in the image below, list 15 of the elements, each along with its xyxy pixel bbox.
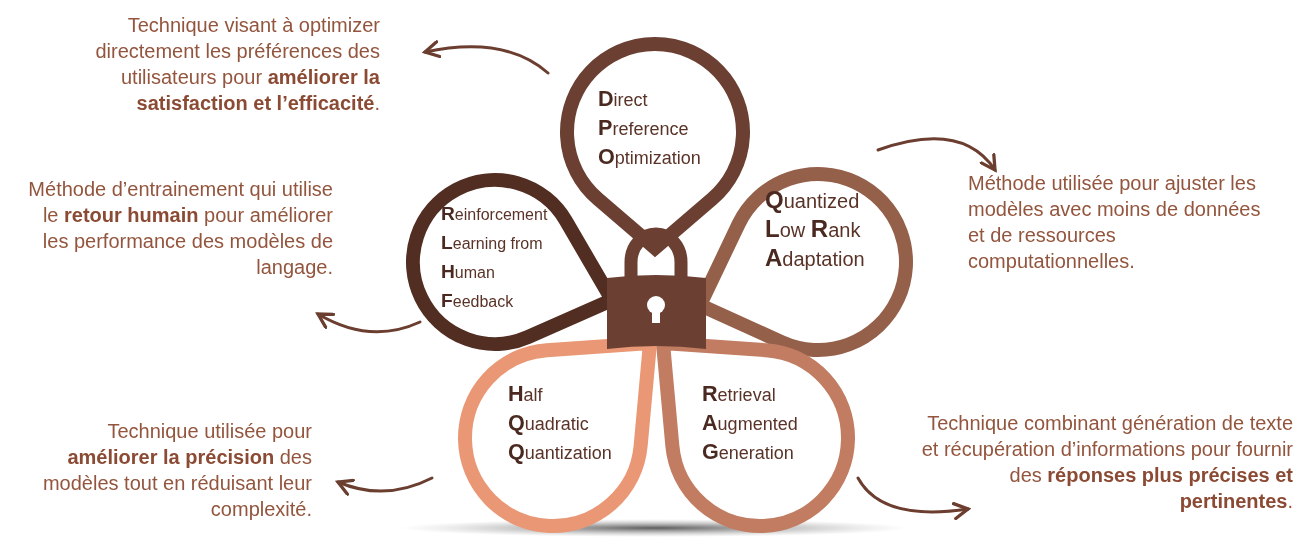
description-text: Technique utilisée pour améliorer la précision des modèles tout en réduisant leur complexité. [41,419,313,522]
petal-label: Half Quadratic Quantization [508,380,612,466]
petal-label: Retrieval Augmented Generation [702,380,798,466]
description-text: Technique combinant génération de texte et récupération d’informations pour fournir des réponses plus précises et pertinentes. [920,411,1294,514]
petal-label: Quantized Low Rank Adaptation [765,186,865,273]
curved-arrow [856,476,970,520]
description-text: Technique visant à optimizer directement les préférences des utilisateurs pour améliorer la satisfaction et l’efficacité. [94,13,381,116]
petal-label: Direct Preference Optimization [598,85,701,171]
description-text: Méthode utilisée pour ajuster les modèles avec moins de données et de ressources computationnelles. [967,171,1262,274]
description-text: Méthode d’entrainement qui utilise le retour humain pour améliorer les performance des modèles de langage. [27,177,334,280]
curved-arrow [316,312,422,334]
curved-arrow [876,137,997,172]
curved-arrow [423,40,550,75]
petal-label: Reinforcement Learning from Human Feedback [441,202,549,313]
curved-arrow [336,476,434,496]
